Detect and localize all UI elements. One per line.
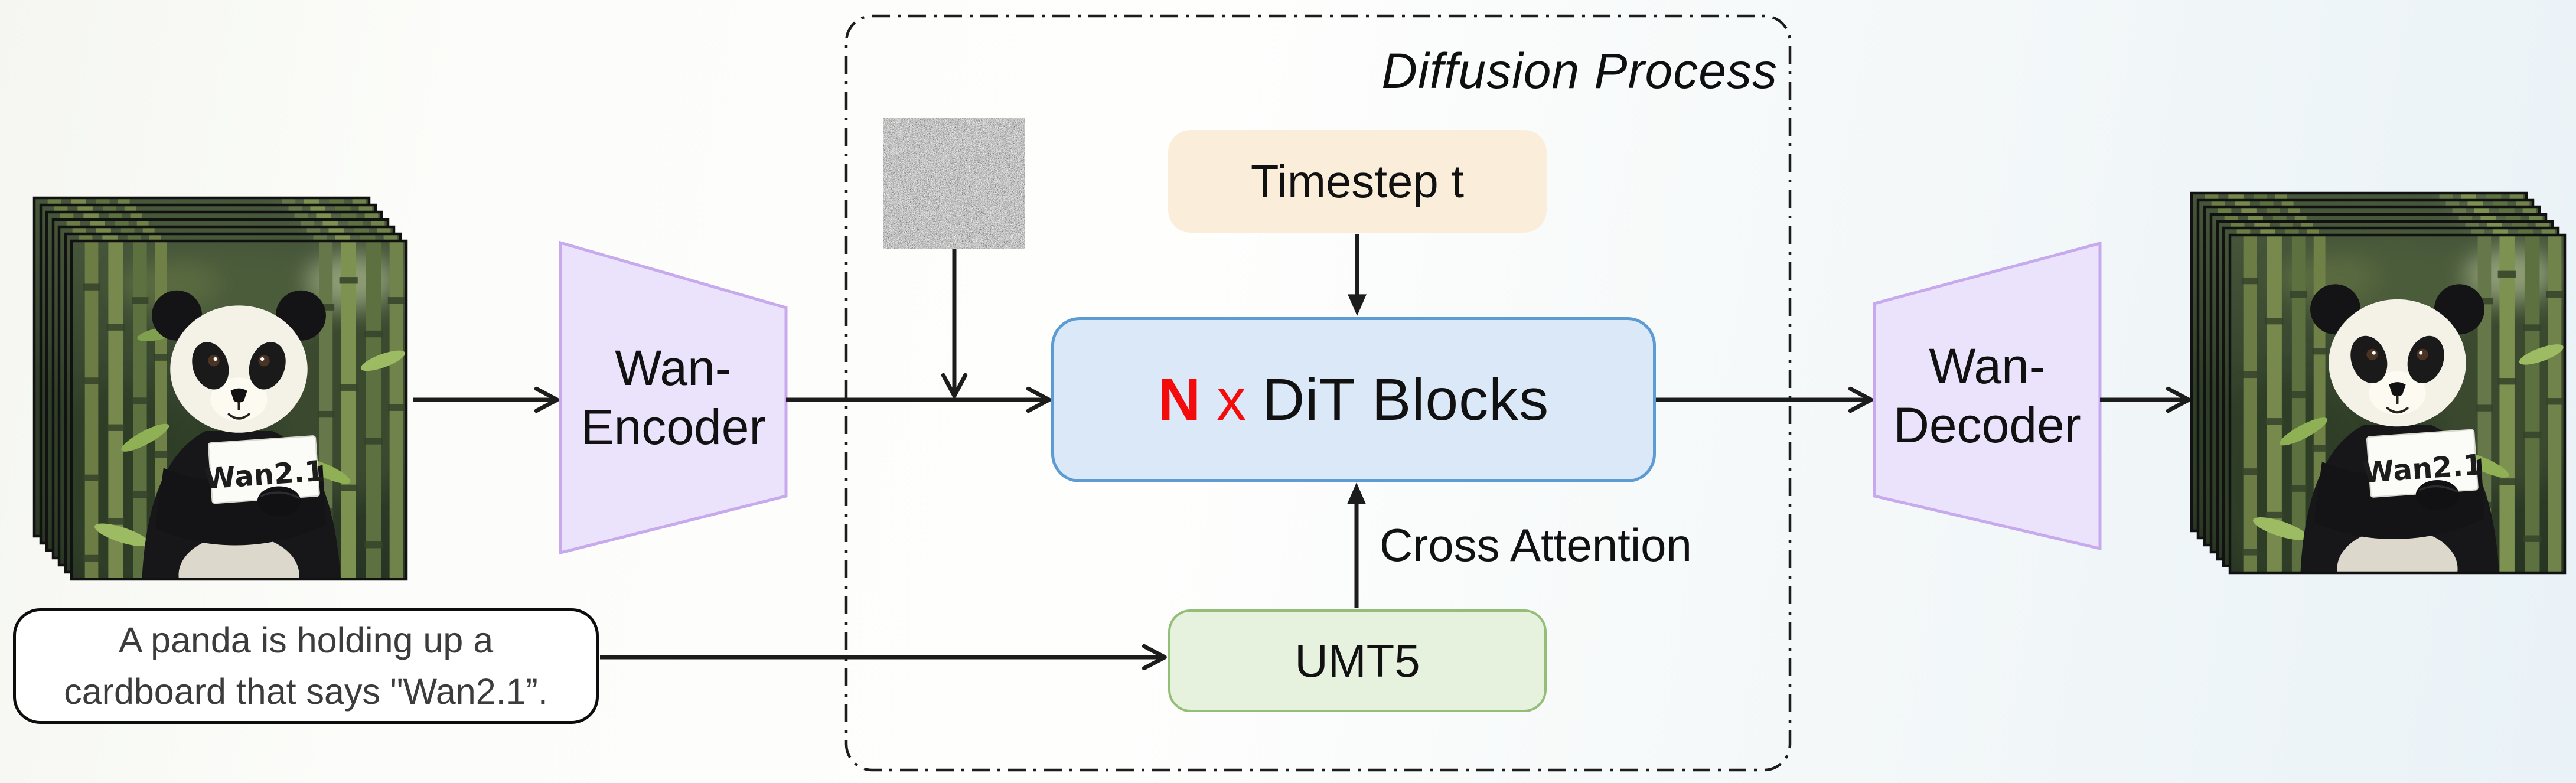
dit-blocks-label: DiT Blocks bbox=[1262, 366, 1550, 433]
output-video-frames: Wan2.1 bbox=[2190, 191, 2567, 575]
timestep-box: Timestep t bbox=[1168, 130, 1547, 233]
frame-stack-back-to-front bbox=[2190, 191, 2567, 575]
noise-latent-image bbox=[883, 118, 1025, 249]
wan-decoder-shape bbox=[1873, 241, 2102, 551]
input-video-frames: Wan2.1 bbox=[32, 196, 408, 581]
wan-encoder-label: Wan-Encoder bbox=[581, 340, 766, 455]
dit-repeat-count: N bbox=[1157, 366, 1202, 433]
dit-times-symbol: x bbox=[1217, 366, 1247, 433]
cross-attention-label: Cross Attention bbox=[1380, 519, 1692, 571]
prompt-text-box: A panda is holding up a cardboard that s… bbox=[13, 608, 599, 724]
umt5-box: UMT5 bbox=[1168, 609, 1547, 712]
diffusion-process-region bbox=[844, 14, 1792, 772]
wan-decoder-label: Wan-Decoder bbox=[1893, 338, 2081, 453]
wan-encoder-shape bbox=[559, 240, 788, 555]
frame-stack-back-to-front bbox=[32, 196, 408, 581]
diffusion-process-title: Diffusion Process bbox=[1381, 43, 1778, 99]
